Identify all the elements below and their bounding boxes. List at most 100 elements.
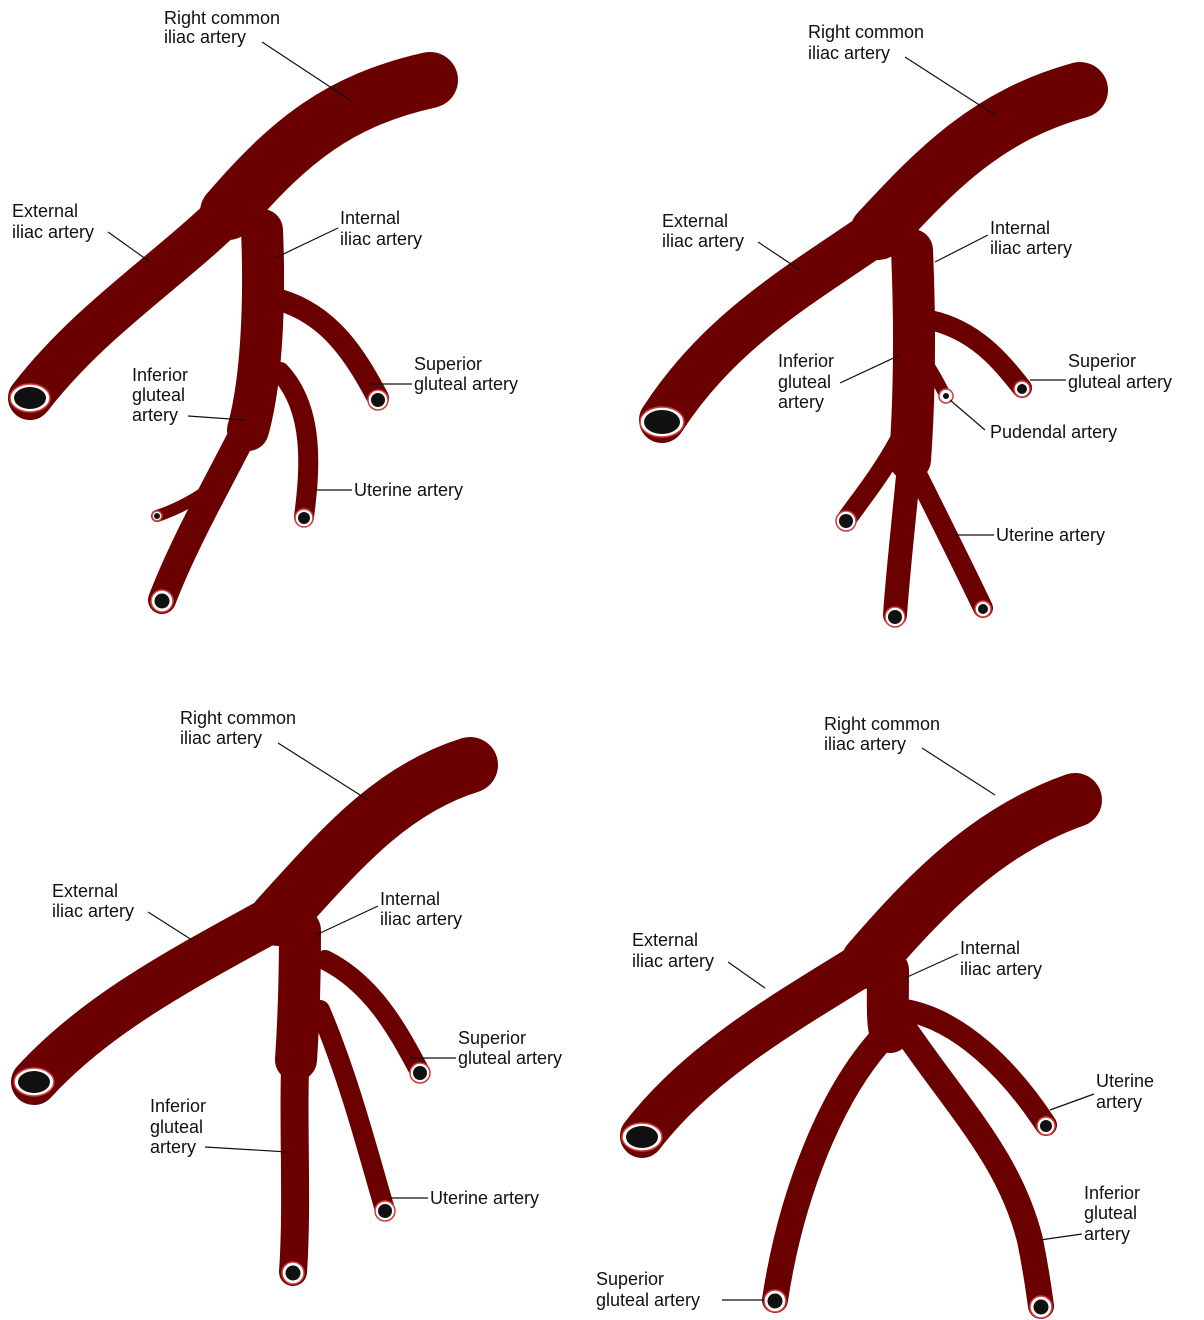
label-superior-line1: Superior — [1068, 351, 1136, 371]
label-superior-line2: gluteal artery — [1068, 372, 1172, 392]
label-common-line2: iliac artery — [180, 728, 262, 748]
lumen-superior — [413, 1066, 427, 1080]
leader-internal — [316, 906, 378, 935]
leader-internal — [935, 235, 988, 262]
trunk-lower-branch — [895, 455, 910, 615]
lumen-uterine — [378, 1204, 392, 1218]
label-inferior-line1: Inferior — [132, 365, 188, 385]
label-inferior-line3: artery — [778, 392, 824, 412]
label-common-line1: Right common — [808, 22, 924, 42]
superior-gluteal-artery — [930, 320, 1022, 388]
label-external-line1: External — [632, 930, 698, 950]
lumen-superior — [371, 393, 385, 407]
leader-internal — [275, 228, 338, 258]
inferior-gluteal-artery — [293, 1040, 296, 1272]
lumen-inferior — [286, 1266, 301, 1281]
panel-b: Right common iliac artery External iliac… — [640, 22, 1172, 627]
label-common-line2: iliac artery — [824, 734, 906, 754]
label-superior-line2: gluteal artery — [414, 374, 518, 394]
label-external-line1: External — [52, 881, 118, 901]
external-iliac-artery — [34, 915, 280, 1082]
label-external-line2: iliac artery — [662, 231, 744, 251]
leader-inferior — [1040, 1234, 1082, 1240]
leader-common — [278, 743, 368, 800]
label-superior-line2: gluteal artery — [596, 1290, 700, 1310]
label-uterine: Uterine artery — [354, 480, 463, 500]
leader-external — [728, 962, 765, 988]
leader-external — [108, 232, 150, 262]
leader-inferior — [840, 355, 900, 383]
label-pudendal: Pudendal artery — [990, 422, 1117, 442]
label-inferior-line3: artery — [1084, 1224, 1130, 1244]
lumen-small — [154, 513, 160, 519]
label-superior-line1: Superior — [458, 1028, 526, 1048]
lumen-uterine — [1040, 1120, 1052, 1132]
label-internal-line1: Internal — [990, 218, 1050, 238]
label-internal-line2: iliac artery — [380, 909, 462, 929]
lumen-external — [14, 387, 46, 409]
right-common-iliac-artery — [228, 80, 430, 212]
panel-d: Right common iliac artery External iliac… — [596, 714, 1154, 1318]
label-uterine: Uterine artery — [430, 1188, 539, 1208]
lumen-external — [644, 410, 680, 434]
lumen-inferior — [839, 514, 853, 528]
label-internal-line1: Internal — [380, 889, 440, 909]
leader-internal — [905, 954, 958, 978]
lumen-superior — [1017, 384, 1027, 394]
lumen-pudendal — [943, 393, 949, 399]
leader-common — [905, 57, 995, 115]
lumen-external — [18, 1071, 50, 1093]
label-internal-line2: iliac artery — [960, 959, 1042, 979]
panel-c: Right common iliac artery External iliac… — [14, 708, 562, 1284]
external-iliac-artery — [662, 230, 880, 420]
leader-uterine — [1050, 1094, 1094, 1110]
label-common-line1: Right common — [164, 8, 280, 28]
leader-external — [758, 242, 800, 270]
lumen-uterine — [298, 512, 310, 524]
leader-common — [922, 748, 995, 795]
label-superior-line1: Superior — [596, 1269, 664, 1289]
inferior-gluteal-artery — [905, 1030, 1041, 1306]
label-uterine-line2: artery — [1096, 1092, 1142, 1112]
label-external-line2: iliac artery — [12, 222, 94, 242]
label-external-line1: External — [12, 201, 78, 221]
label-inferior-line2: gluteal — [132, 385, 185, 405]
label-external-line2: iliac artery — [52, 901, 134, 921]
label-external-line2: iliac artery — [632, 951, 714, 971]
label-common-line2: iliac artery — [808, 43, 890, 63]
label-uterine: Uterine artery — [996, 525, 1105, 545]
uterine-artery — [915, 470, 983, 608]
label-internal-line1: Internal — [960, 938, 1020, 958]
label-internal-line2: iliac artery — [340, 229, 422, 249]
lumen-uterine — [978, 604, 988, 614]
leader-external — [148, 912, 192, 940]
lumen-external — [626, 1126, 658, 1148]
lumen-lower-branch — [888, 610, 902, 624]
label-inferior-line1: Inferior — [778, 351, 834, 371]
label-internal-line1: Internal — [340, 208, 400, 228]
label-external-line1: External — [662, 211, 728, 231]
lumen-superior — [768, 1294, 783, 1309]
label-inferior-line3: artery — [150, 1137, 196, 1157]
label-common-line1: Right common — [824, 714, 940, 734]
lumen-inferior — [155, 594, 170, 609]
leader-inferior — [205, 1147, 288, 1152]
leader-common — [262, 42, 350, 100]
right-common-iliac-artery — [278, 765, 470, 918]
label-inferior-line1: Inferior — [1084, 1183, 1140, 1203]
superior-gluteal-artery — [775, 1030, 890, 1300]
label-common-line2: iliac artery — [164, 27, 246, 47]
internal-iliac-artery — [248, 230, 263, 430]
label-inferior-line3: artery — [132, 405, 178, 425]
panel-a: Right common iliac artery External iliac… — [10, 8, 518, 612]
label-uterine-line1: Uterine — [1096, 1071, 1154, 1091]
right-common-iliac-artery — [878, 90, 1080, 232]
label-superior-line1: Superior — [414, 354, 482, 374]
label-superior-line2: gluteal artery — [458, 1048, 562, 1068]
label-common-line1: Right common — [180, 708, 296, 728]
label-inferior-line2: gluteal — [150, 1117, 203, 1137]
lumen-inferior — [1034, 1300, 1049, 1315]
label-inferior-line2: gluteal — [1084, 1203, 1137, 1223]
uterine-artery — [320, 1010, 385, 1210]
